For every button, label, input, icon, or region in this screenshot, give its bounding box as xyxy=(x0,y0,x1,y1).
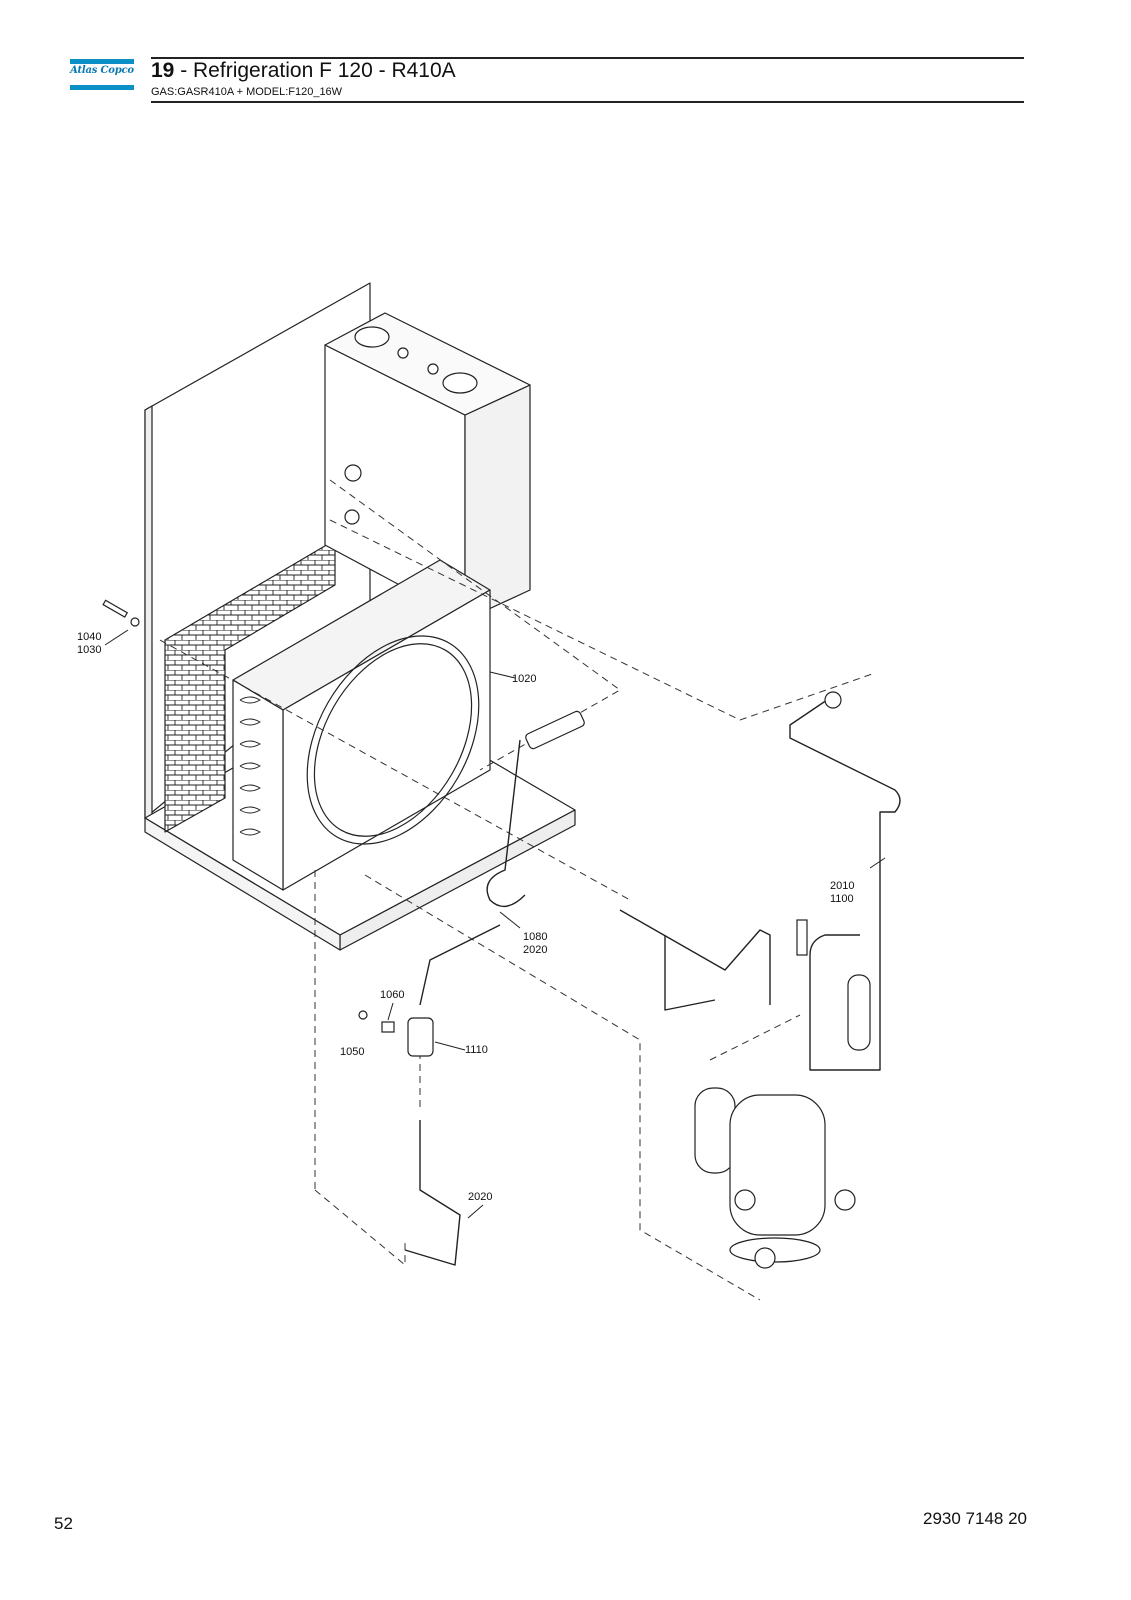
callout-1030: 1030 xyxy=(77,644,101,656)
callout-1110: 1110 xyxy=(465,1044,488,1056)
callout-2020-lower: 2020 xyxy=(468,1191,492,1203)
tank-nipple-1 xyxy=(397,347,409,359)
accumulator xyxy=(694,1087,736,1174)
callout-1050: 1050 xyxy=(340,1046,364,1058)
clip-1060 xyxy=(381,1021,395,1033)
logo-text: Atlas Copco xyxy=(70,65,134,76)
base-plate-side xyxy=(144,817,341,951)
leader-1060 xyxy=(387,1002,394,1021)
callout-1060: 1060 xyxy=(380,989,404,1001)
compressor-grommet-front xyxy=(754,1247,776,1269)
leader-1110 xyxy=(434,1041,466,1051)
compressor-grommet-right xyxy=(834,1189,856,1211)
leader-2020 xyxy=(467,1204,484,1219)
leader-1030 xyxy=(104,629,129,646)
callout-1020: 1020 xyxy=(512,673,536,685)
discharge-pipe xyxy=(619,909,771,1005)
logo-bar-bottom xyxy=(70,85,134,90)
callout-1040: 1040 xyxy=(77,631,101,643)
fan-shroud-inner xyxy=(313,643,473,837)
document-number: 2930 7148 20 xyxy=(923,1509,1027,1528)
compressor-body xyxy=(729,1094,826,1236)
section-number: 19 xyxy=(151,59,175,82)
header-rule-top xyxy=(151,57,1024,59)
filter-drier xyxy=(407,1017,434,1057)
tank-nipple-2 xyxy=(427,363,439,375)
leader-2010 xyxy=(869,857,886,869)
liquid-pipe-2020 xyxy=(404,1120,461,1266)
compressor-grommet-left xyxy=(734,1189,756,1211)
bolt-1040 xyxy=(102,599,129,618)
suction-pipe xyxy=(789,699,901,1071)
atlas-copco-logo: Atlas Copco xyxy=(70,59,134,96)
coil-loops xyxy=(239,696,261,836)
leader-1080 xyxy=(499,911,521,929)
assembly-line-6 xyxy=(364,874,761,1301)
hotgas-pipe xyxy=(664,935,716,1011)
condenser-coil xyxy=(232,679,284,891)
callout-1100: 1100 xyxy=(830,893,854,905)
section-title: - Refrigeration F 120 - R410A xyxy=(174,59,456,82)
assembly-line-2 xyxy=(329,519,876,721)
grommet-1050 xyxy=(358,1010,368,1020)
fan-shroud xyxy=(306,635,480,845)
tank-outlet-port xyxy=(442,372,478,394)
assembly-line-3 xyxy=(159,639,631,901)
callout-2010: 2010 xyxy=(830,880,854,892)
assembly-line-4 xyxy=(314,1189,406,1267)
liquid-line-pipe xyxy=(419,924,501,1006)
leader-1020 xyxy=(489,671,516,679)
tank-fitting-1 xyxy=(344,464,362,482)
capillary-coil xyxy=(486,739,526,908)
liquid-receiver xyxy=(847,974,871,1051)
tank-fitting-2 xyxy=(344,509,360,525)
page-number: 52 xyxy=(54,1514,73,1533)
logo-bar-top xyxy=(70,59,134,64)
tank-inlet-port xyxy=(354,326,390,348)
back-panel-edge xyxy=(144,405,153,819)
capillary-sleeve xyxy=(525,710,585,750)
valve-1100 xyxy=(796,919,808,956)
callout-2020-upper: 2020 xyxy=(523,944,547,956)
page-subtitle: GAS:GASR410A + MODEL:F120_16W xyxy=(151,86,343,98)
callout-1080: 1080 xyxy=(523,931,547,943)
header-rule-bottom xyxy=(151,101,1024,103)
washer-1030 xyxy=(130,617,140,627)
pipe-nut xyxy=(824,691,842,709)
page-title: 19 - Refrigeration F 120 - R410A xyxy=(151,59,456,83)
assembly-line-8 xyxy=(709,1014,801,1061)
compressor-foot xyxy=(729,1237,821,1263)
